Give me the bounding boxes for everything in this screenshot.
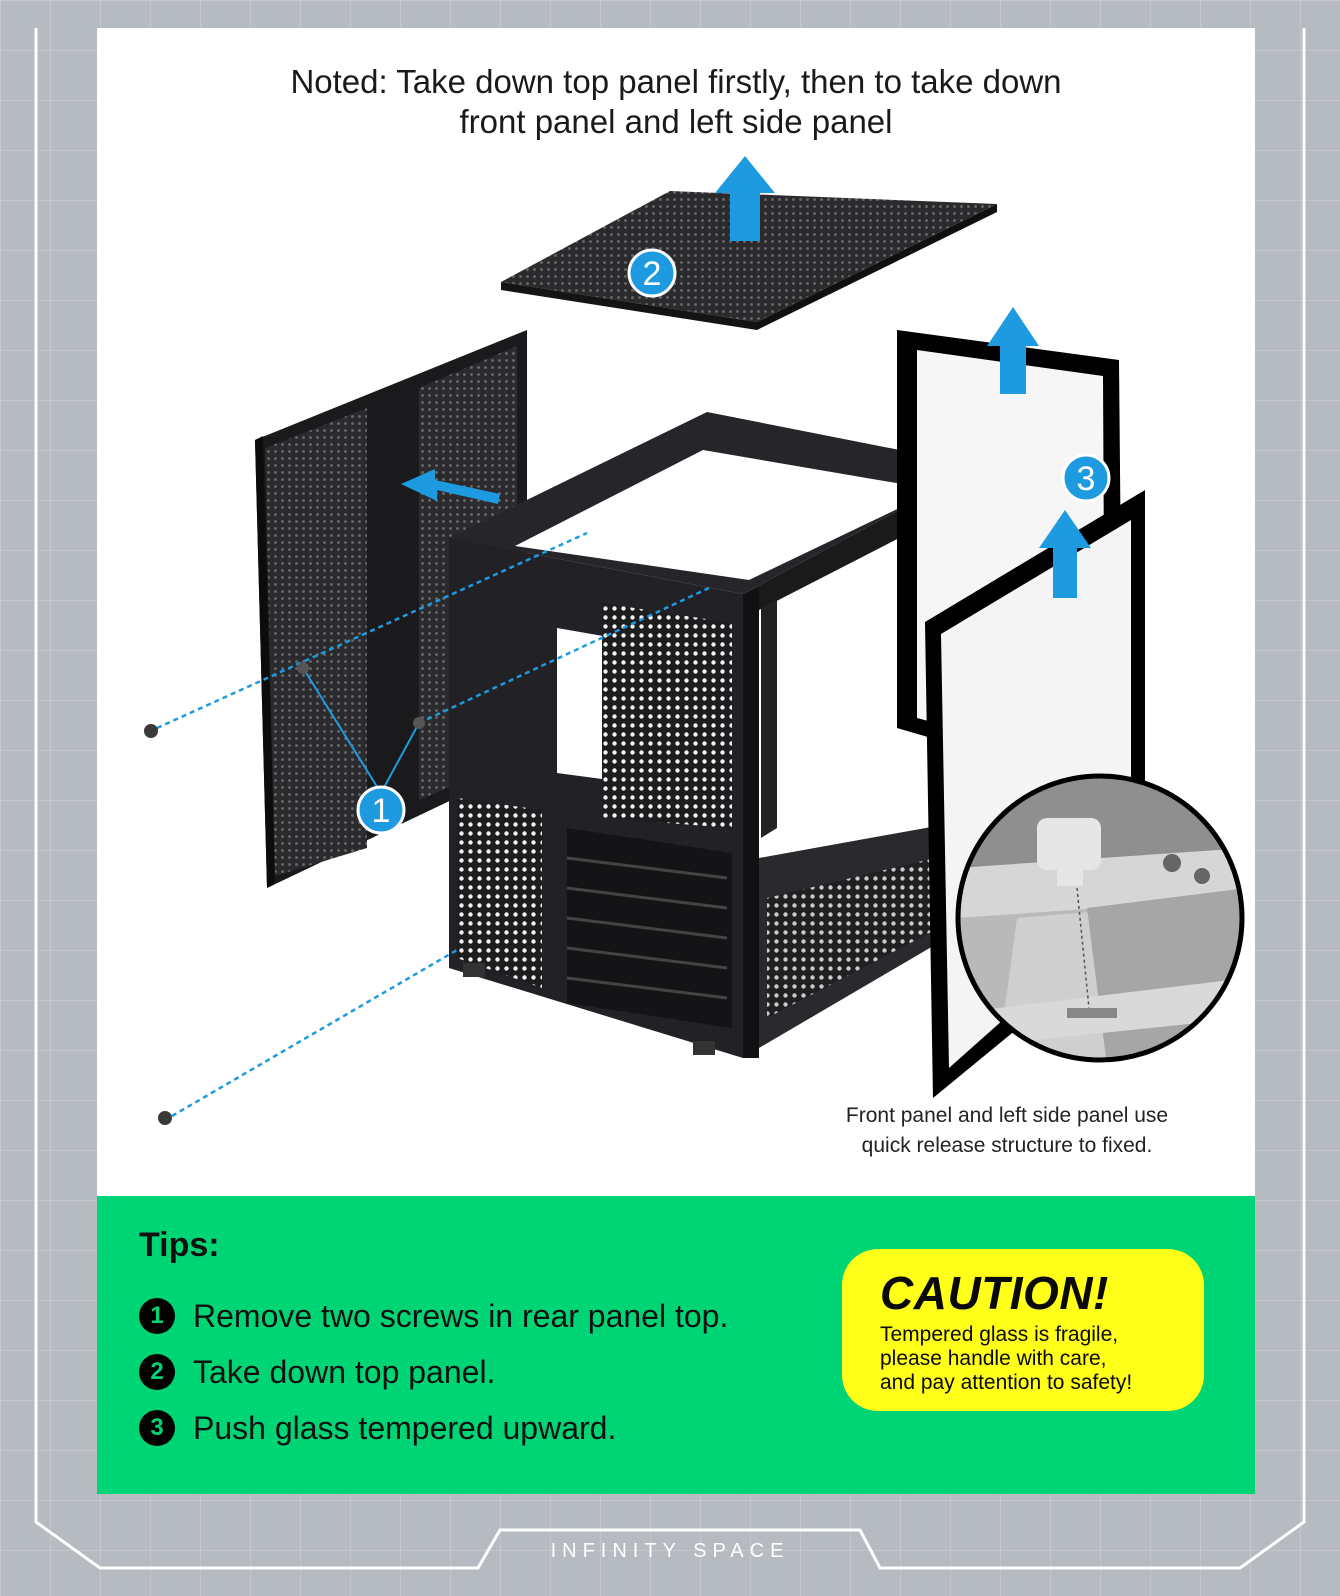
caption-line-1: Front panel and left side panel use — [845, 1104, 1169, 1127]
left-arrow-rear-panel — [401, 469, 500, 504]
notice-line-1: Noted: Take down top panel firstly, then… — [290, 63, 1062, 100]
top-panel — [501, 191, 997, 330]
tip-text-1: Remove two screws in rear panel top. — [193, 1297, 729, 1334]
tip-item-3: 3 Push glass tempered upward. — [139, 1400, 728, 1456]
screw-icons — [144, 662, 425, 1125]
notice-line-2: front panel and left side panel — [459, 103, 893, 140]
zoom-detail — [955, 773, 1245, 1063]
brand-footer: INFINITY SPACE — [550, 1540, 790, 1562]
caution-box: CAUTION! Tempered glass is fragile, plea… — [842, 1249, 1204, 1411]
caution-title: CAUTION! — [880, 1267, 1109, 1319]
tips-title: Tips: — [139, 1226, 220, 1264]
tip-text-2: Take down top panel. — [193, 1353, 496, 1390]
tip-item-1: 1 Remove two screws in rear panel top. — [139, 1288, 728, 1344]
tip-item-2: 2 Take down top panel. — [139, 1344, 728, 1400]
tip-number-1: 1 — [139, 1298, 175, 1334]
screw-guides — [156, 531, 710, 1118]
case-diagram: 2 — [144, 156, 1245, 1125]
caution-body: Tempered glass is fragile, please handle… — [880, 1323, 1174, 1395]
badge-1: 1 — [356, 785, 406, 835]
notice-text: Noted: Take down top panel firstly, then… — [97, 62, 1255, 142]
caution-line-3: and pay attention to safety! — [880, 1371, 1133, 1394]
up-arrow-side-glass — [1039, 510, 1091, 598]
badge-2: 2 — [627, 248, 677, 298]
badge-2-label: 2 — [643, 255, 662, 293]
caution-line-2: please handle with care, — [880, 1347, 1107, 1370]
badge-1-label: 1 — [372, 792, 391, 830]
tips-section: Tips: 1 Remove two screws in rear panel … — [97, 1196, 1255, 1494]
up-arrow-front-glass — [987, 307, 1039, 394]
up-arrow-top-panel — [715, 156, 775, 241]
quick-release-caption: Front panel and left side panel use quic… — [817, 1101, 1197, 1161]
caption-line-2: quick release structure to fixed. — [861, 1134, 1153, 1157]
tip-text-3: Push glass tempered upward. — [193, 1409, 617, 1446]
tips-list: 1 Remove two screws in rear panel top. 2… — [139, 1288, 728, 1456]
instruction-card: Noted: Take down top panel firstly, then… — [97, 28, 1255, 1494]
tip-number-3: 3 — [139, 1410, 175, 1446]
tip-number-2: 2 — [139, 1354, 175, 1390]
badge-3: 3 — [1061, 453, 1111, 503]
caution-line-1: Tempered glass is fragile, — [880, 1323, 1119, 1346]
badge-3-label: 3 — [1077, 460, 1096, 498]
